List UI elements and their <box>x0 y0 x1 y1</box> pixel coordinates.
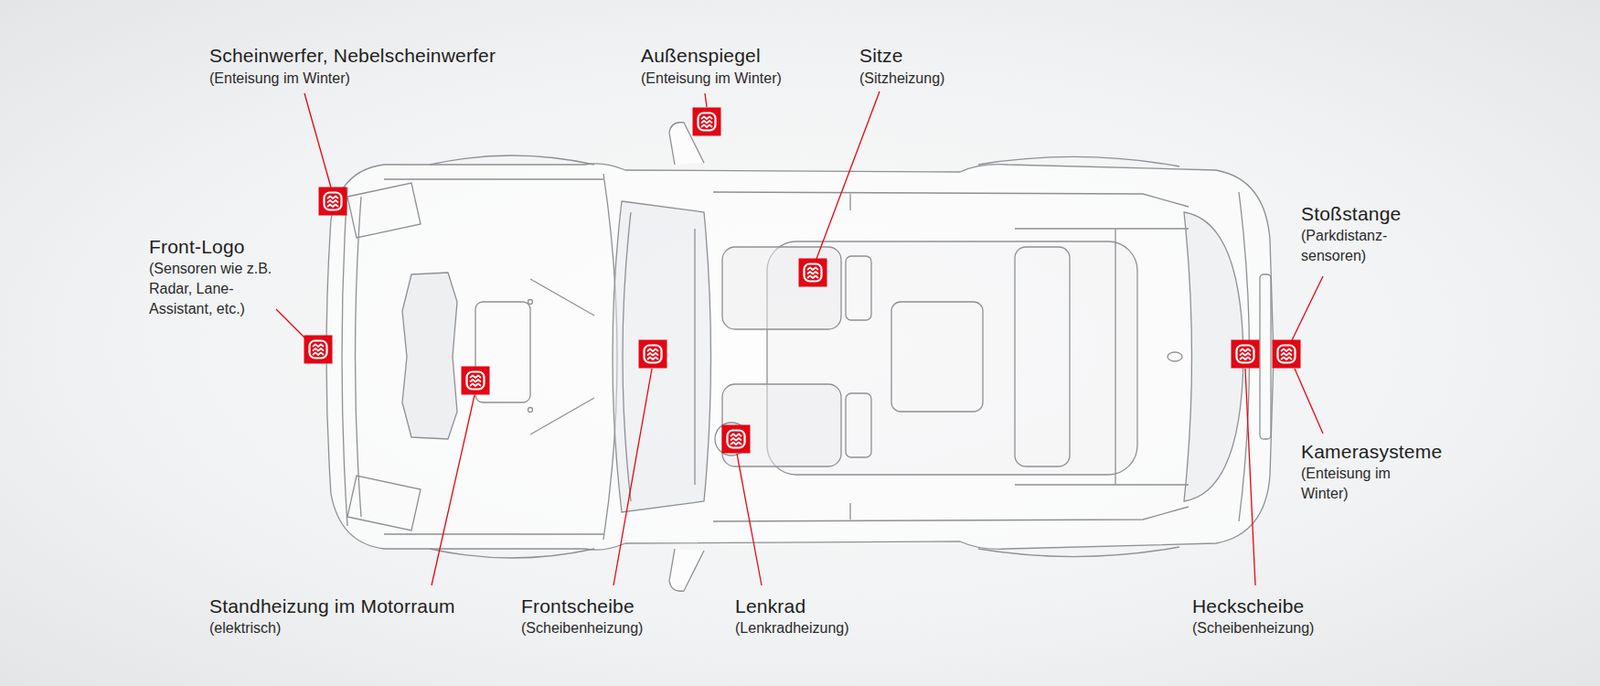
leader-lines <box>276 91 1323 586</box>
part-note: (elektrisch) <box>209 618 281 639</box>
part-note: (Enteisung im Winter) <box>1301 463 1400 504</box>
car-body <box>326 122 1274 592</box>
part-label: Außenspiegel <box>640 43 761 67</box>
heating-icon <box>304 335 333 364</box>
part-label: Heckscheibe <box>1192 594 1304 618</box>
part-label: Kamerasysteme <box>1301 439 1442 463</box>
part-note: (Enteisung im Winter) <box>209 68 351 89</box>
heating-icon <box>1231 340 1260 369</box>
heating-icon <box>1272 340 1302 369</box>
heating-icon <box>319 187 348 216</box>
part-note: (Parkdistanz- sensoren) <box>1301 225 1409 267</box>
part-label: Sitze <box>859 43 904 67</box>
heating-icon <box>639 340 668 369</box>
part-note: (Sitzheizung) <box>859 68 945 89</box>
part-label: Lenkrad <box>735 594 806 618</box>
part-label: Scheinwerfer, Nebelscheinwerfer <box>209 43 496 67</box>
part-label: Frontscheibe <box>521 594 635 618</box>
heating-icon <box>693 107 722 137</box>
part-note: (Scheibenheizung) <box>521 618 643 639</box>
part-label: Standheizung im Motorraum <box>209 594 456 618</box>
part-note: (Enteisung im Winter) <box>640 68 782 89</box>
heating-icons <box>304 107 1302 454</box>
part-label: Front-Logo <box>149 234 246 258</box>
heating-icon <box>722 425 751 454</box>
part-note: (Scheibenheizung) <box>1192 618 1314 639</box>
heating-icon <box>799 258 828 288</box>
part-note: (Lenkradheizung) <box>735 618 850 639</box>
part-note: (Sensoren wie z.B. Radar, Lane- Assistan… <box>149 258 287 320</box>
part-label: Stoßstange <box>1301 202 1401 225</box>
heating-icon <box>461 366 491 395</box>
